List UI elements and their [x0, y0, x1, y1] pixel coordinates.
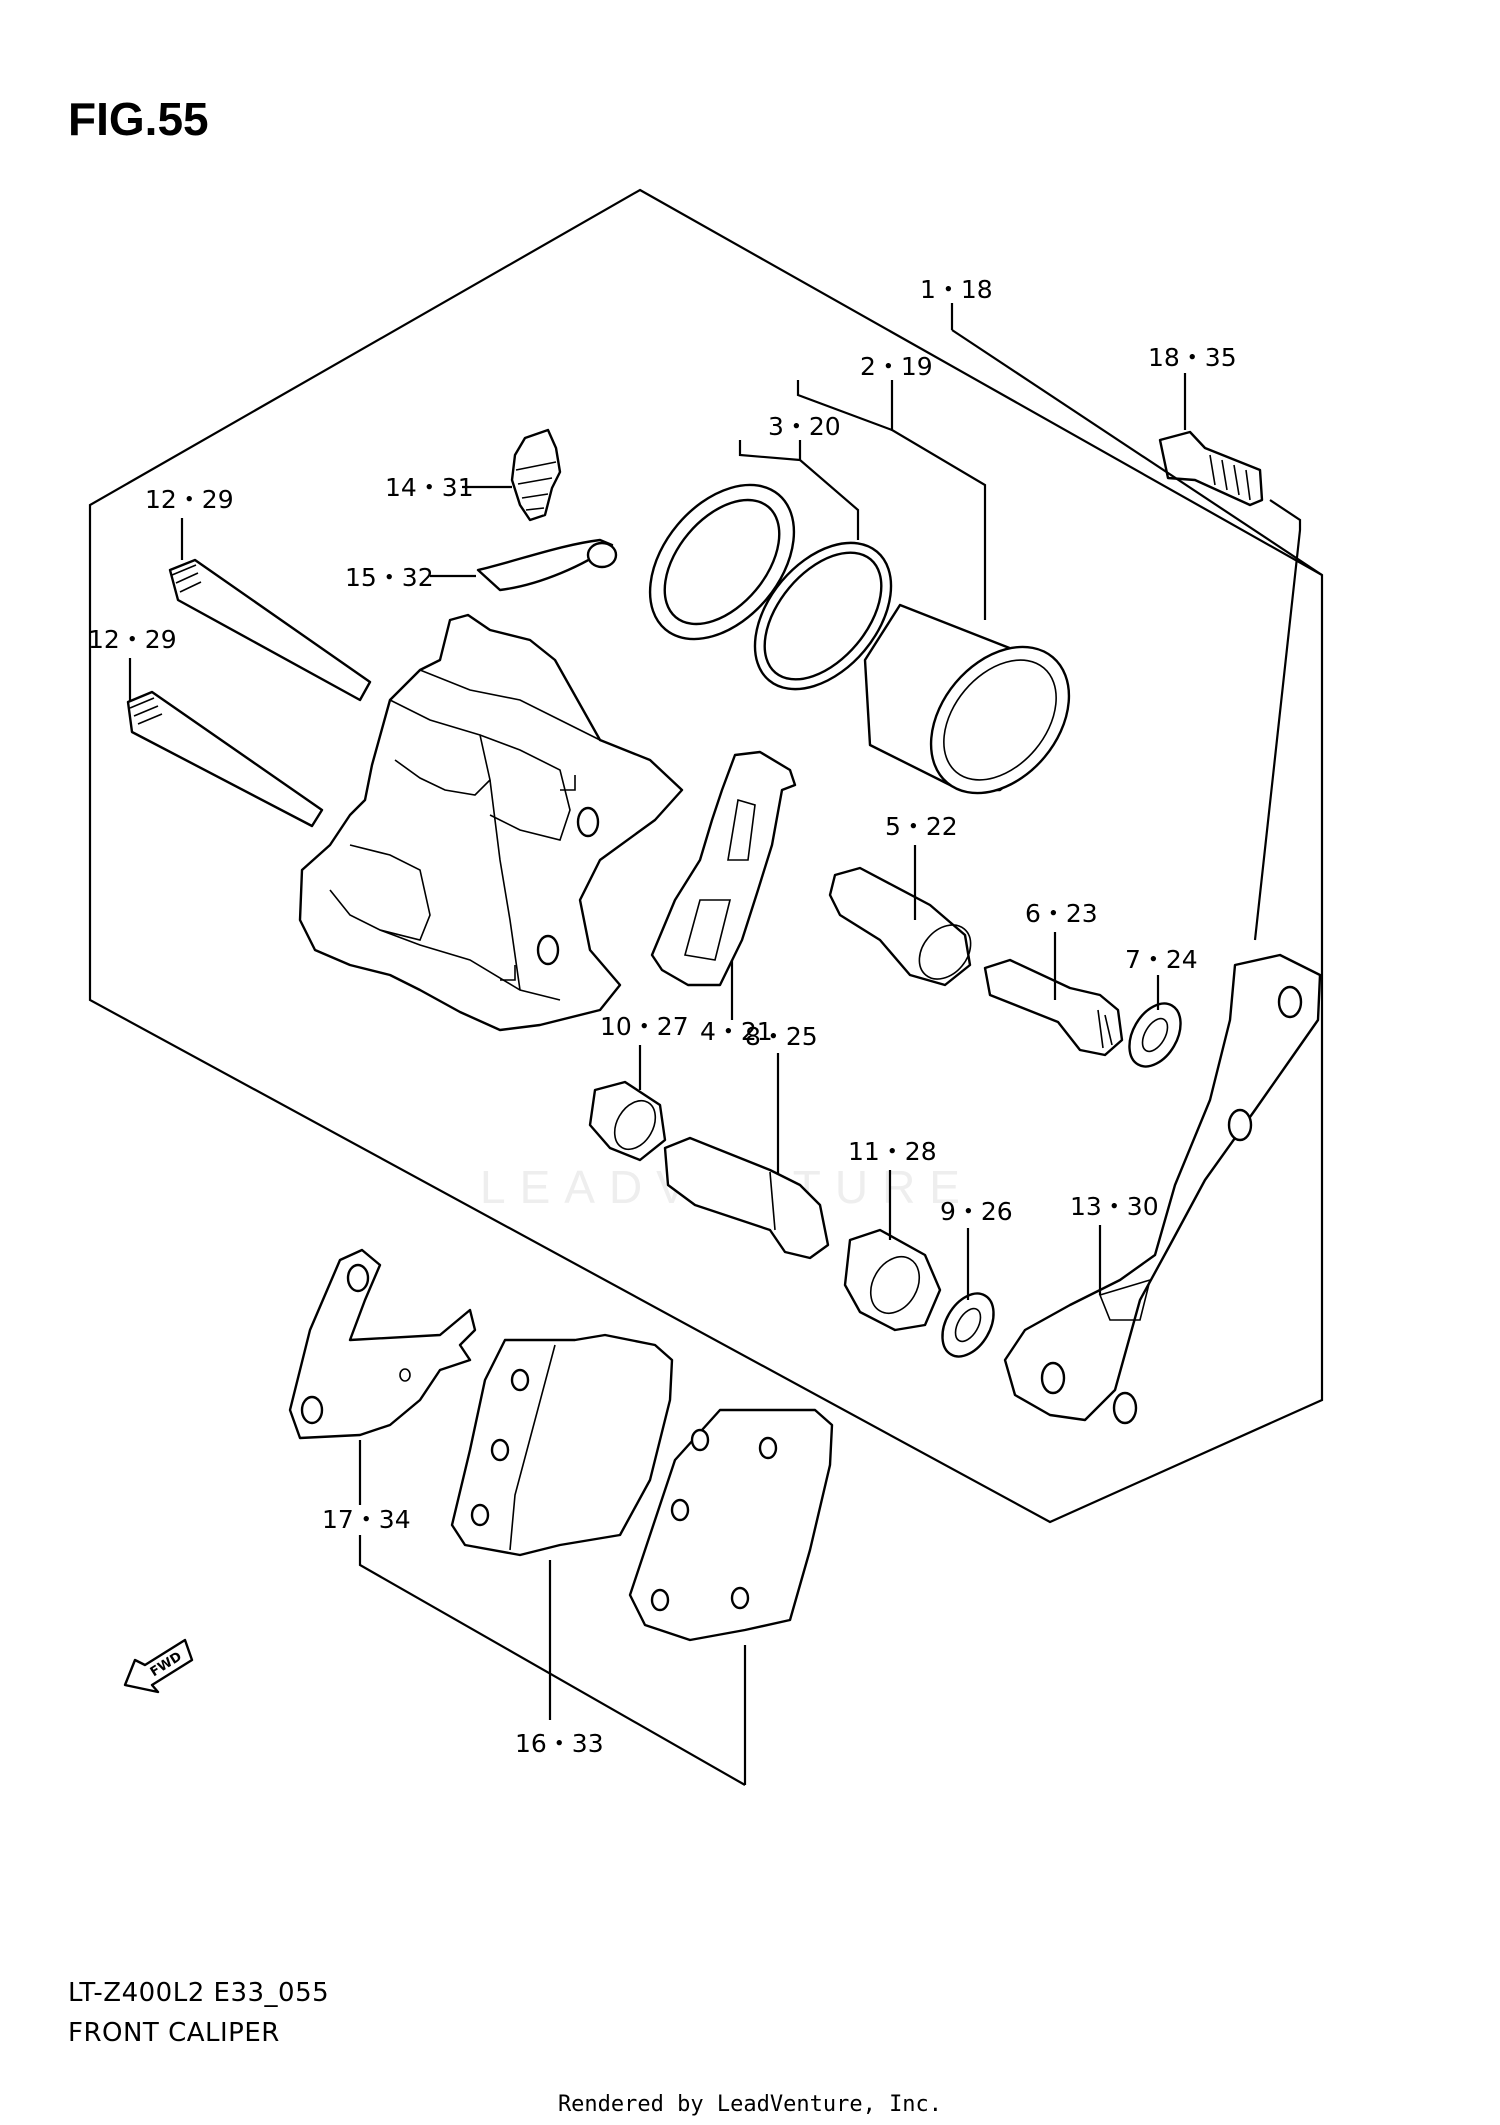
- caliper-bracket[interactable]: [1003, 953, 1322, 1425]
- callout-18: 18・35: [1148, 343, 1237, 372]
- callout-12-upper: 12・29: [145, 485, 234, 514]
- callout-14: 14・31: [385, 473, 474, 502]
- callout-17: 17・34: [322, 1505, 411, 1534]
- model-code: LT-Z400L2 E33_055: [68, 1978, 330, 2008]
- caliper-pin-6[interactable]: [983, 958, 1124, 1057]
- dust-boot-10[interactable]: [588, 1080, 667, 1162]
- washer-7[interactable]: [1119, 995, 1191, 1076]
- callout-4: 4・21: [700, 1017, 773, 1046]
- rendered-by-credit: Rendered by LeadVenture, Inc.: [557, 2092, 943, 2117]
- dust-boot-11[interactable]: [843, 1228, 942, 1332]
- caliper-body[interactable]: [298, 613, 684, 1032]
- fwd-direction-arrow-icon: FWD: [123, 1638, 194, 1694]
- mounting-bolt[interactable]: [1158, 430, 1264, 507]
- figure-caption: FRONT CALIPER: [68, 2018, 280, 2048]
- callout-15: 15・32: [345, 563, 434, 592]
- callout-6: 6・23: [1025, 899, 1098, 928]
- caliper-piston[interactable]: [863, 603, 1097, 820]
- callout-7: 7・24: [1125, 945, 1198, 974]
- pin-sleeve[interactable]: [828, 866, 981, 989]
- bleeder-screw[interactable]: [510, 428, 562, 522]
- callout-1: 1・18: [920, 275, 993, 304]
- callout-13: 13・30: [1070, 1192, 1159, 1221]
- caliper-pin-lower[interactable]: [126, 690, 324, 828]
- callout-2: 2・19: [860, 352, 933, 381]
- callout-3: 3・20: [768, 412, 841, 441]
- bleeder-cap[interactable]: [476, 538, 618, 592]
- washer-9[interactable]: [932, 1285, 1004, 1366]
- callout-10: 10・27: [600, 1012, 689, 1041]
- piston-seal-outer[interactable]: [621, 457, 823, 666]
- callout-9: 9・26: [940, 1197, 1013, 1226]
- callout-12-lower: 12・29: [88, 625, 177, 654]
- callout-11: 11・28: [848, 1137, 937, 1166]
- caliper-pin-upper[interactable]: [168, 558, 372, 702]
- callout-16: 16・33: [515, 1729, 604, 1758]
- leader-lines: [128, 303, 1323, 1786]
- brake-pad-front[interactable]: [628, 1408, 834, 1642]
- callout-5: 5・22: [885, 812, 958, 841]
- brake-pad-rear[interactable]: [450, 1333, 674, 1557]
- piston-seal-inner[interactable]: [728, 517, 919, 715]
- caliper-pin-8[interactable]: [663, 1136, 830, 1260]
- pad-spring-plate[interactable]: [650, 750, 797, 987]
- figure-title: FIG.55: [68, 93, 209, 145]
- pad-shim[interactable]: [288, 1248, 477, 1440]
- callout-labels: 1・18 2・19 3・20 4・21 5・22 6・23 7・24 8・25 …: [88, 275, 1237, 1758]
- callout-8: 8・25: [745, 1022, 818, 1051]
